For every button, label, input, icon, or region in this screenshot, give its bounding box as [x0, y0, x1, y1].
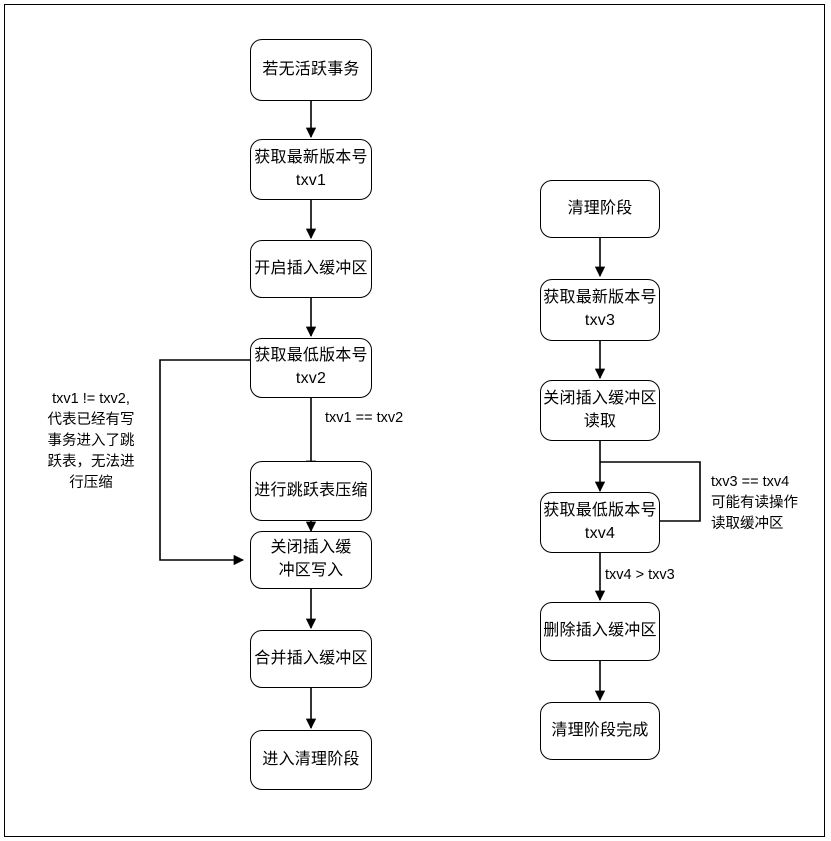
edge-label-txv1-eq-txv2: txv1 == txv2 — [325, 410, 404, 426]
node-left-2[interactable]: 获取最新版本号 txv1 — [250, 139, 372, 200]
node-left-8[interactable]: 进入清理阶段 — [250, 730, 372, 790]
edge-label-txv3-eq-txv4: txv3 == txv4 可能有读操作 读取缓冲区 — [711, 474, 798, 533]
edge-label-txv1-ne-txv2: txv1 != txv2, 代表已经有写 事务进入了跳 跃表，无法进 行压缩 — [47, 391, 135, 492]
node-left-7[interactable]: 合并插入缓冲区 — [250, 630, 372, 688]
node-right-1[interactable]: 清理阶段 — [540, 180, 660, 238]
page-border — [4, 4, 825, 837]
node-right-5[interactable]: 删除插入缓冲区 — [540, 602, 660, 661]
node-left-3[interactable]: 开启插入缓冲区 — [250, 240, 372, 298]
node-right-6[interactable]: 清理阶段完成 — [540, 702, 660, 760]
node-left-6[interactable]: 关闭插入缓 冲区写入 — [250, 531, 372, 589]
node-left-4[interactable]: 获取最低版本号 txv2 — [250, 338, 372, 398]
node-right-4[interactable]: 获取最低版本号 txv4 — [540, 492, 660, 553]
node-right-2[interactable]: 获取最新版本号 txv3 — [540, 279, 660, 341]
node-left-1[interactable]: 若无活跃事务 — [250, 39, 372, 101]
node-left-5[interactable]: 进行跳跃表压缩 — [250, 461, 372, 521]
edge-label-txv4-gt-txv3: txv4 > txv3 — [605, 567, 675, 583]
node-right-3[interactable]: 关闭插入缓冲区 读取 — [540, 380, 660, 441]
